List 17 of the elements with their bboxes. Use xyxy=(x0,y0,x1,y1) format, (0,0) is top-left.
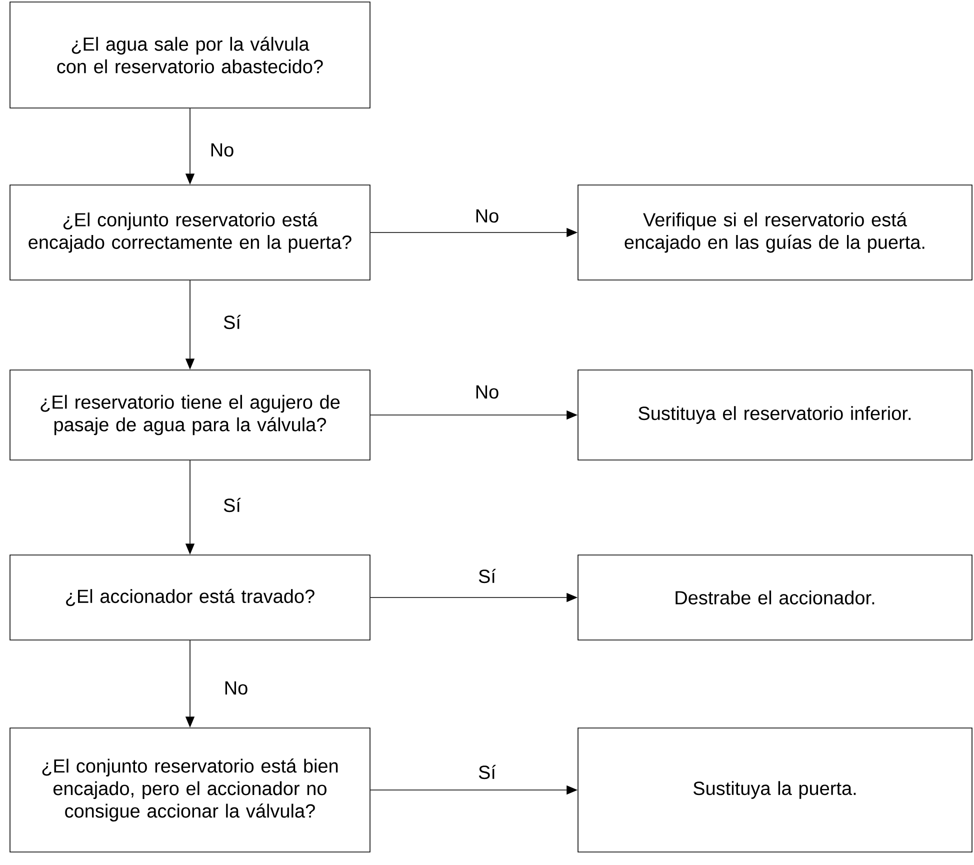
edge-label: No xyxy=(476,209,498,223)
edge-label: Sí xyxy=(478,568,496,584)
question-box: ¿El agua sale por la válvula con el reservatorio abastecido? xyxy=(10,2,370,108)
process-box: Sustituya el reservatorio inferior. xyxy=(578,370,972,460)
edge-label: Sí xyxy=(478,764,496,780)
question-box: ¿El reservatorio tiene el agujero de pasaje de agua para la válvula? xyxy=(10,370,370,460)
edge-label: No xyxy=(225,681,248,695)
edge-label: Sí xyxy=(224,498,241,512)
question-box: ¿El conjunto reservatorio está encajado correctamente en la puerta? xyxy=(10,184,370,280)
process-box: Destrabe el accionador. xyxy=(578,554,972,640)
question-box: ¿El accionador está travado? xyxy=(10,554,370,640)
edge-label: No xyxy=(476,385,498,399)
edge-label: Sí xyxy=(224,314,241,330)
question-box: ¿El conjunto reservatorio está bien encajado, pero el accionador no consigue accionar la válvula? xyxy=(10,728,370,852)
edge-label: No xyxy=(211,143,234,157)
process-box: Sustituya la puerta. xyxy=(578,728,972,852)
process-box: Verifique si el reservatorio está encajado en las guías de la puerta. xyxy=(578,184,972,280)
